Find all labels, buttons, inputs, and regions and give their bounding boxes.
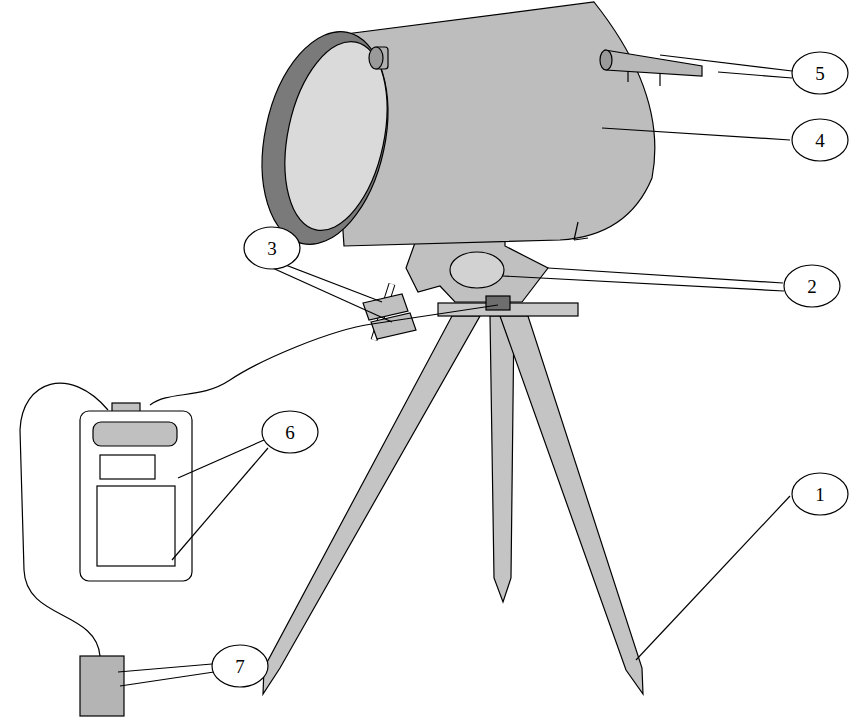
tripod-leg xyxy=(500,316,643,694)
callout-number: 4 xyxy=(815,131,825,150)
callout-circle: 4 xyxy=(791,118,849,162)
leader-lines xyxy=(118,55,792,686)
callout-ellipse xyxy=(212,645,268,687)
secondary-mirror xyxy=(369,47,383,69)
clamp-block xyxy=(371,313,416,339)
declination-knob xyxy=(450,252,504,288)
cable xyxy=(150,305,498,405)
handset-keypad xyxy=(97,486,175,566)
callout-number: 7 xyxy=(235,657,245,676)
callout-number: 6 xyxy=(285,423,295,442)
callout-ellipse xyxy=(792,473,848,515)
callout-ellipse xyxy=(262,411,318,453)
callout-ellipse xyxy=(244,227,300,269)
callout-circle: 1 xyxy=(791,472,849,516)
callout-number: 1 xyxy=(815,485,825,504)
callout-ellipse xyxy=(792,119,848,161)
handset-display xyxy=(93,422,177,446)
callout-ellipse xyxy=(784,265,840,307)
callout-number: 5 xyxy=(815,64,825,83)
front-ring xyxy=(244,20,406,256)
tripod-leg xyxy=(263,316,480,694)
finder-scope xyxy=(600,50,612,70)
callout-circle: 3 xyxy=(243,226,301,270)
callout-circle: 5 xyxy=(791,51,849,95)
tube-tab xyxy=(574,238,588,240)
tube-tab xyxy=(574,222,578,240)
finder-scope xyxy=(605,50,702,76)
tripod-leg xyxy=(490,316,514,602)
callout-number: 3 xyxy=(267,239,277,258)
power-supply xyxy=(80,656,124,716)
corrector-plate xyxy=(269,32,403,240)
callout-ellipse xyxy=(792,52,848,94)
callout-circle: 2 xyxy=(783,264,841,308)
handset-keys xyxy=(100,455,155,479)
drive-socket xyxy=(486,296,510,310)
callout-circle: 6 xyxy=(261,410,319,454)
callout-number: 2 xyxy=(807,277,817,296)
callout-circle: 7 xyxy=(211,644,269,688)
